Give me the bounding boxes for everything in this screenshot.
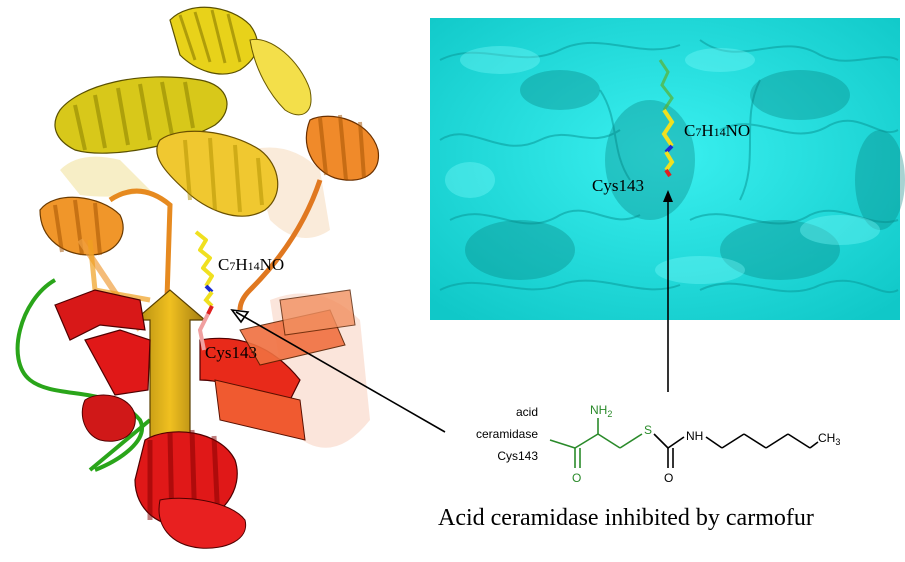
chem-nh2: NH2 — [590, 403, 612, 419]
chem-label-acid: acid — [516, 405, 538, 419]
surface-view-panel — [430, 18, 905, 320]
ligand-stick-model — [194, 230, 214, 351]
figure-caption: Acid ceramidase inhibited by carmofur — [438, 505, 814, 531]
surface-ligand-tail — [658, 59, 674, 111]
chemical-structure: acid ceramidase Cys143 NH2 O S — [476, 403, 840, 485]
chem-o-carbonyl: O — [664, 471, 673, 485]
yellow-helix-top — [54, 6, 312, 217]
green-loop — [15, 278, 144, 472]
ligand-label-left: C7H14NO — [218, 255, 284, 274]
ligand-label-right: C7H14NO — [684, 121, 750, 140]
orange-helix-group — [39, 114, 380, 361]
cys-label-left: Cys143 — [205, 343, 257, 362]
chem-label-ceramidase: ceramidase — [476, 427, 538, 441]
chem-ch3: CH3 — [818, 431, 840, 447]
chem-s: S — [644, 423, 652, 437]
chem-label-cys143: Cys143 — [497, 449, 538, 463]
red-beta-strands — [54, 289, 356, 441]
protein-ribbon-structure — [15, 6, 380, 549]
chem-o-green: O — [572, 471, 581, 485]
cys-label-right: Cys143 — [592, 176, 644, 195]
pointer-arrow-to-ribbon — [230, 308, 446, 433]
pointer-arrow-to-surface — [663, 190, 673, 392]
red-helix-bottom — [81, 394, 247, 549]
chem-nh: NH — [686, 429, 703, 443]
